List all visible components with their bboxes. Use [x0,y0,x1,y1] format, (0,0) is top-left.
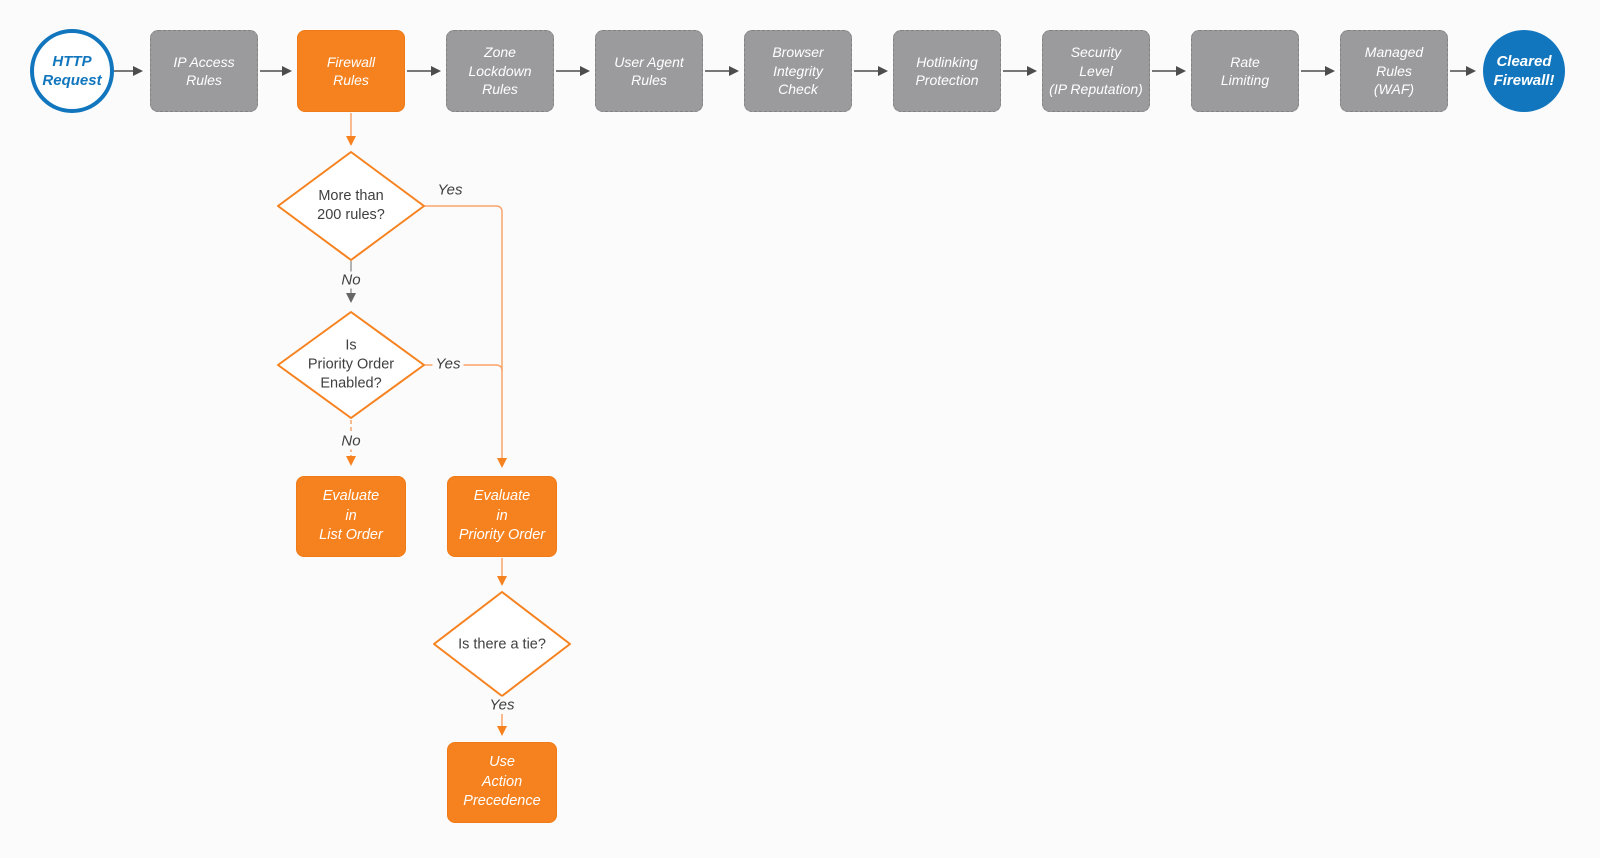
step-security-level: Security Level (IP Reputation) [1042,30,1150,112]
branch-label-d2-no: No [338,432,364,450]
step-browser-integrity-check: Browser Integrity Check [744,30,852,112]
step-managed-rules-waf: Managed Rules (WAF) [1340,30,1448,112]
step-ip-access-rules: IP Access Rules [150,30,258,112]
decision-label-priority-order: Is Priority Order Enabled? [307,337,395,392]
branch-label-d3-yes: Yes [486,696,518,714]
connector-d2-yes [424,364,503,372]
decision-diamond-tie [433,591,571,697]
step-rate-limiting: Rate Limiting [1191,30,1299,112]
step-hotlinking-protection: Hotlinking Protection [893,30,1001,112]
action-use-action-precedence: Use Action Precedence [447,742,557,823]
branch-label-d1-no: No [338,271,364,289]
end-node-label: Cleared Firewall! [1493,52,1555,90]
action-evaluate-list-order: Evaluate in List Order [296,476,406,557]
decision-diamonds [277,151,571,697]
step-firewall-rules: Firewall Rules [297,30,405,112]
start-node-label: HTTP Request [42,52,102,90]
step-user-agent-rules: User Agent Rules [595,30,703,112]
decision-diamond-rules-count [277,151,425,261]
action-evaluate-priority-order: Evaluate in Priority Order [447,476,557,557]
branch-label-d2-yes: Yes [432,355,464,373]
decision-diamond-priority-order [277,311,425,419]
branch-label-d1-yes: Yes [434,181,466,199]
start-node-http-request: HTTP Request [30,29,114,113]
end-node-cleared-firewall: Cleared Firewall! [1483,30,1565,112]
decision-label-rules-count: More than 200 rules? [317,188,385,223]
decision-label-tie: Is there a tie? [458,636,546,653]
connector-d1-yes [424,205,507,468]
step-zone-lockdown-rules: Zone Lockdown Rules [446,30,554,112]
